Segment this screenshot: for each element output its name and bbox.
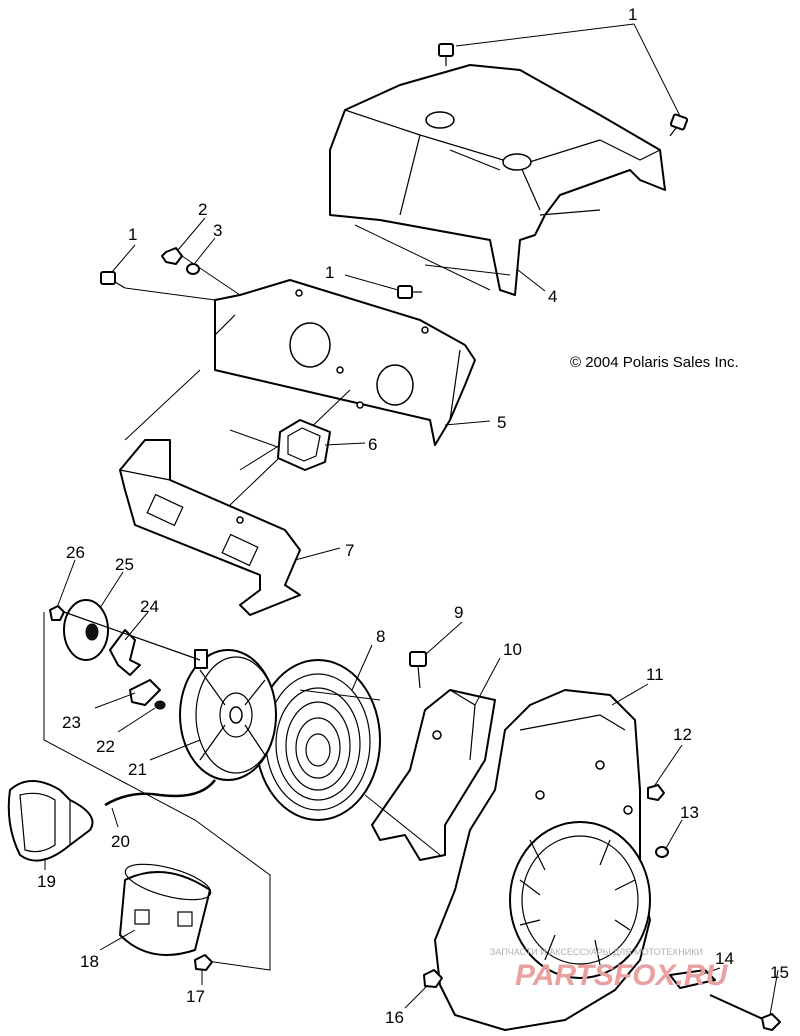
part-17-bolt bbox=[194, 954, 213, 971]
part-10-bracket bbox=[371, 689, 496, 861]
part-7-bracket bbox=[119, 439, 301, 616]
part-4-upper-shield bbox=[329, 64, 666, 296]
callout-24: 24 bbox=[140, 597, 159, 616]
part-9-bolt bbox=[409, 651, 427, 689]
callout-7: 7 bbox=[345, 541, 354, 560]
callout-18: 18 bbox=[80, 952, 99, 971]
part-14-clip bbox=[669, 969, 716, 989]
part-15-bolt bbox=[709, 994, 781, 1031]
copyright-notice: © 2004 Polaris Sales Inc. bbox=[570, 354, 739, 371]
part-1-bolt-top-right bbox=[669, 113, 689, 137]
part-3-washer bbox=[186, 263, 200, 275]
callout-10: 10 bbox=[503, 640, 522, 659]
callout-14: 14 bbox=[715, 949, 734, 968]
part-16-nut bbox=[423, 969, 443, 988]
part-6-gasket bbox=[277, 419, 331, 471]
callout-labels: 1 1 1 2 3 4 5 6 7 8 9 10 11 12 13 14 15 … bbox=[37, 5, 789, 1027]
part-18-cup bbox=[119, 863, 212, 956]
callout-8: 8 bbox=[376, 627, 385, 646]
callout-17: 17 bbox=[186, 987, 205, 1006]
part-2-nut bbox=[161, 247, 183, 265]
callout-12: 12 bbox=[673, 725, 692, 744]
callout-5: 5 bbox=[497, 413, 506, 432]
callout-1-top: 1 bbox=[628, 5, 637, 24]
part-20-rope bbox=[104, 779, 216, 807]
callout-2: 2 bbox=[198, 200, 207, 219]
part-8-recoil-spring bbox=[255, 659, 381, 821]
callout-22: 22 bbox=[96, 737, 115, 756]
callout-1-middle: 1 bbox=[325, 263, 334, 282]
callout-16: 16 bbox=[385, 1008, 404, 1027]
callout-26: 26 bbox=[66, 543, 85, 562]
watermark-brand: PARTSFOX.RU bbox=[515, 959, 729, 992]
part-12-nut bbox=[647, 784, 665, 801]
part-21-pulley bbox=[179, 649, 277, 781]
part-1-bolt-middle bbox=[397, 285, 422, 299]
leader-lines bbox=[44, 217, 779, 1016]
callout-23: 23 bbox=[62, 713, 81, 732]
callout-21: 21 bbox=[128, 760, 147, 779]
part-19-handle bbox=[7, 780, 94, 862]
callout-25: 25 bbox=[115, 555, 134, 574]
part-1-bolt-top-left bbox=[438, 43, 454, 66]
callout-9: 9 bbox=[454, 603, 463, 622]
callout-1-left: 1 bbox=[128, 225, 137, 244]
watermark-tagline: ЗАПЧАСТИ И АКСЕССУАРЫ ДЛЯ МОТОТЕХНИКИ bbox=[490, 947, 703, 957]
part-24-clip bbox=[109, 629, 141, 676]
part-25-cam bbox=[63, 599, 109, 661]
callout-13: 13 bbox=[680, 803, 699, 822]
callout-4: 4 bbox=[548, 287, 557, 306]
callout-15: 15 bbox=[770, 963, 789, 982]
callout-6: 6 bbox=[368, 435, 377, 454]
callout-20: 20 bbox=[111, 832, 130, 851]
part-5-heat-shield bbox=[214, 279, 476, 446]
part-1-bolt-left bbox=[100, 271, 126, 289]
part-11-recoil-housing bbox=[434, 689, 651, 1031]
part-23-pawl bbox=[129, 679, 161, 706]
watermark: ЗАПЧАСТИ И АКСЕССУАРЫ ДЛЯ МОТОТЕХНИКИ PA… bbox=[490, 947, 729, 992]
callout-11: 11 bbox=[646, 665, 664, 684]
callout-19: 19 bbox=[37, 872, 56, 891]
part-26-nut bbox=[49, 605, 65, 621]
callout-3: 3 bbox=[213, 221, 222, 240]
part-22-pin bbox=[154, 700, 166, 710]
